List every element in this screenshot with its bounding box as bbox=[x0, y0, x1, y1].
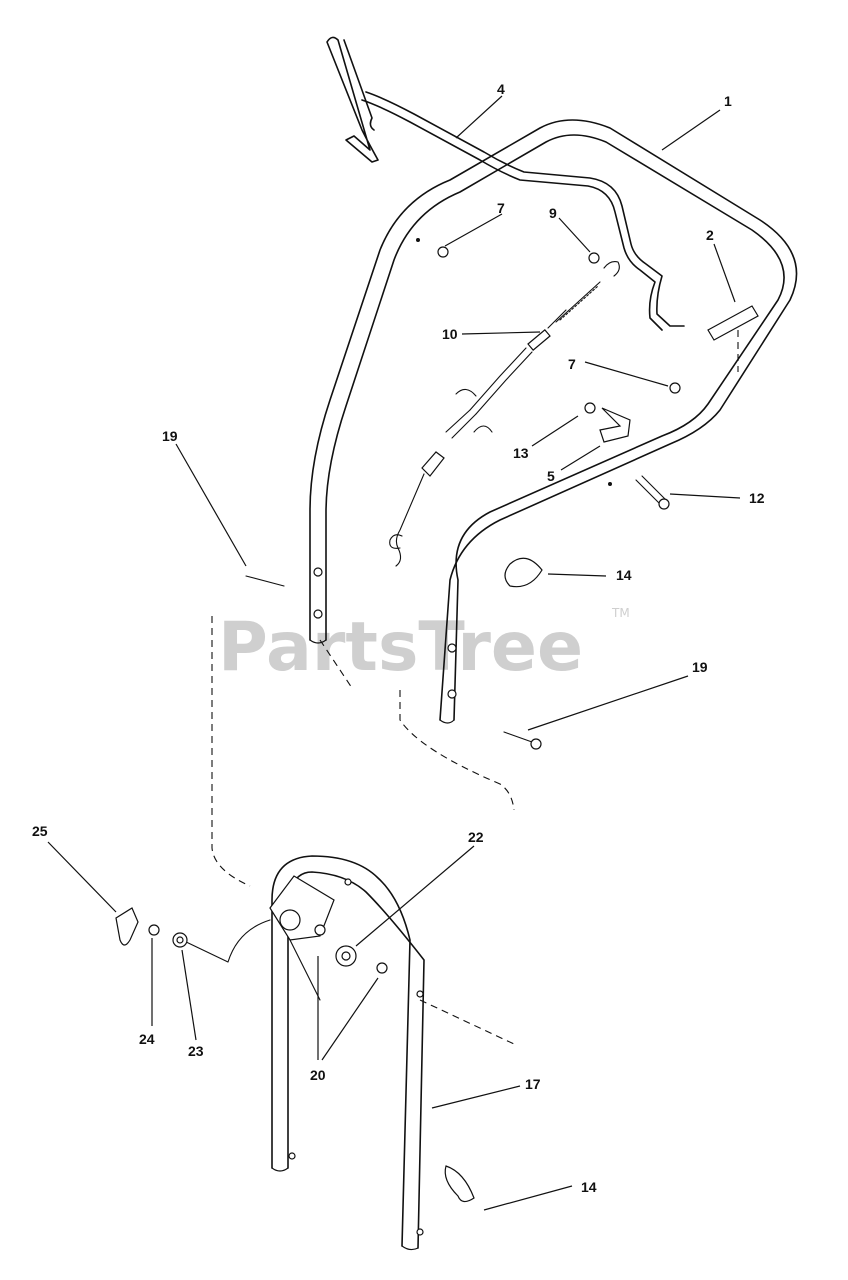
bracket-5 bbox=[599, 407, 631, 443]
washer-24 bbox=[148, 924, 160, 936]
upper-handle[interactable] bbox=[309, 119, 798, 724]
callout-4: 4 bbox=[497, 81, 505, 97]
hex-nut-7a bbox=[437, 246, 449, 258]
callout-7b: 7 bbox=[568, 356, 576, 372]
clip-14a bbox=[504, 557, 543, 588]
callout-13: 13 bbox=[513, 445, 529, 461]
watermark-text: PartsTree bbox=[218, 608, 583, 687]
bolt-19a bbox=[245, 575, 285, 587]
callout-23: 23 bbox=[188, 1043, 204, 1059]
hex-nut-9 bbox=[588, 252, 600, 264]
bolt-19b bbox=[503, 731, 533, 743]
callout-19a: 19 bbox=[162, 428, 178, 444]
watermark: PartsTree TM bbox=[218, 606, 630, 687]
wing-knob-25 bbox=[115, 907, 139, 946]
watermark-tm: TM bbox=[611, 606, 630, 620]
callout-24: 24 bbox=[139, 1031, 155, 1047]
callout-14b: 14 bbox=[581, 1179, 597, 1195]
callout-5: 5 bbox=[547, 468, 555, 484]
knob-hardware bbox=[115, 907, 188, 948]
clip-14b bbox=[444, 1165, 475, 1203]
assembly-lines bbox=[181, 616, 515, 1045]
callout-25: 25 bbox=[32, 823, 48, 839]
callout-14a: 14 bbox=[616, 567, 632, 583]
callout-17: 17 bbox=[525, 1076, 541, 1092]
bolt-12 bbox=[635, 475, 667, 505]
callout-12: 12 bbox=[749, 490, 765, 506]
control-cable[interactable] bbox=[389, 261, 620, 567]
hardware bbox=[245, 246, 681, 750]
callout-10: 10 bbox=[442, 326, 458, 342]
control-bail[interactable] bbox=[326, 36, 685, 331]
callout-labels: 1 2 4 5 7 7 9 10 12 13 14 14 17 19 19 20… bbox=[32, 81, 765, 1195]
lower-handle[interactable] bbox=[269, 855, 475, 1251]
callout-22: 22 bbox=[468, 829, 484, 845]
callout-2: 2 bbox=[706, 227, 714, 243]
callout-1: 1 bbox=[724, 93, 732, 109]
hex-nut-13 bbox=[584, 402, 596, 414]
callout-7a: 7 bbox=[497, 200, 505, 216]
callout-9: 9 bbox=[549, 205, 557, 221]
decal bbox=[707, 305, 759, 372]
callout-19b: 19 bbox=[692, 659, 708, 675]
leader-lines bbox=[47, 95, 741, 1211]
hex-nut-7b bbox=[669, 382, 681, 394]
callout-20: 20 bbox=[310, 1067, 326, 1083]
